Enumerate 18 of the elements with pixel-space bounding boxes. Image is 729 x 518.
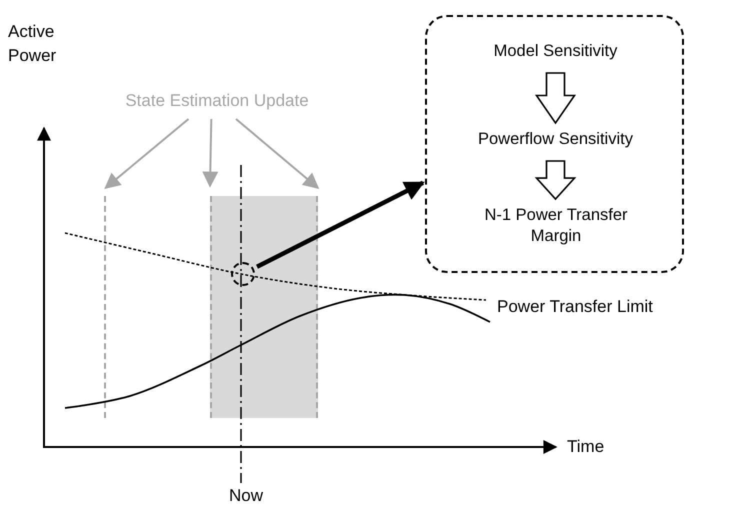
axis-label: Now bbox=[229, 486, 264, 506]
shaded-window bbox=[210, 196, 318, 418]
process-step-text: N-1 Power Transfer Margin bbox=[461, 205, 651, 253]
dashed-marker-line bbox=[104, 196, 107, 418]
arrow bbox=[256, 180, 425, 269]
curve-label: Power Transfer Limit bbox=[497, 297, 653, 317]
dashed-circle bbox=[231, 262, 255, 286]
arrow bbox=[235, 118, 320, 190]
dashed-group-box bbox=[425, 15, 684, 273]
process-step-text: Model Sensitivity bbox=[433, 41, 678, 67]
annotation-text: State Estimation Update bbox=[122, 91, 312, 115]
axis-label: Active Power bbox=[8, 21, 58, 67]
process-step-text: Powerflow Sensitivity bbox=[431, 129, 680, 155]
block-arrow bbox=[534, 160, 576, 200]
arrow bbox=[202, 118, 218, 188]
block-arrow bbox=[534, 72, 576, 124]
arrow bbox=[104, 118, 190, 190]
axis-label: Time bbox=[567, 437, 604, 457]
